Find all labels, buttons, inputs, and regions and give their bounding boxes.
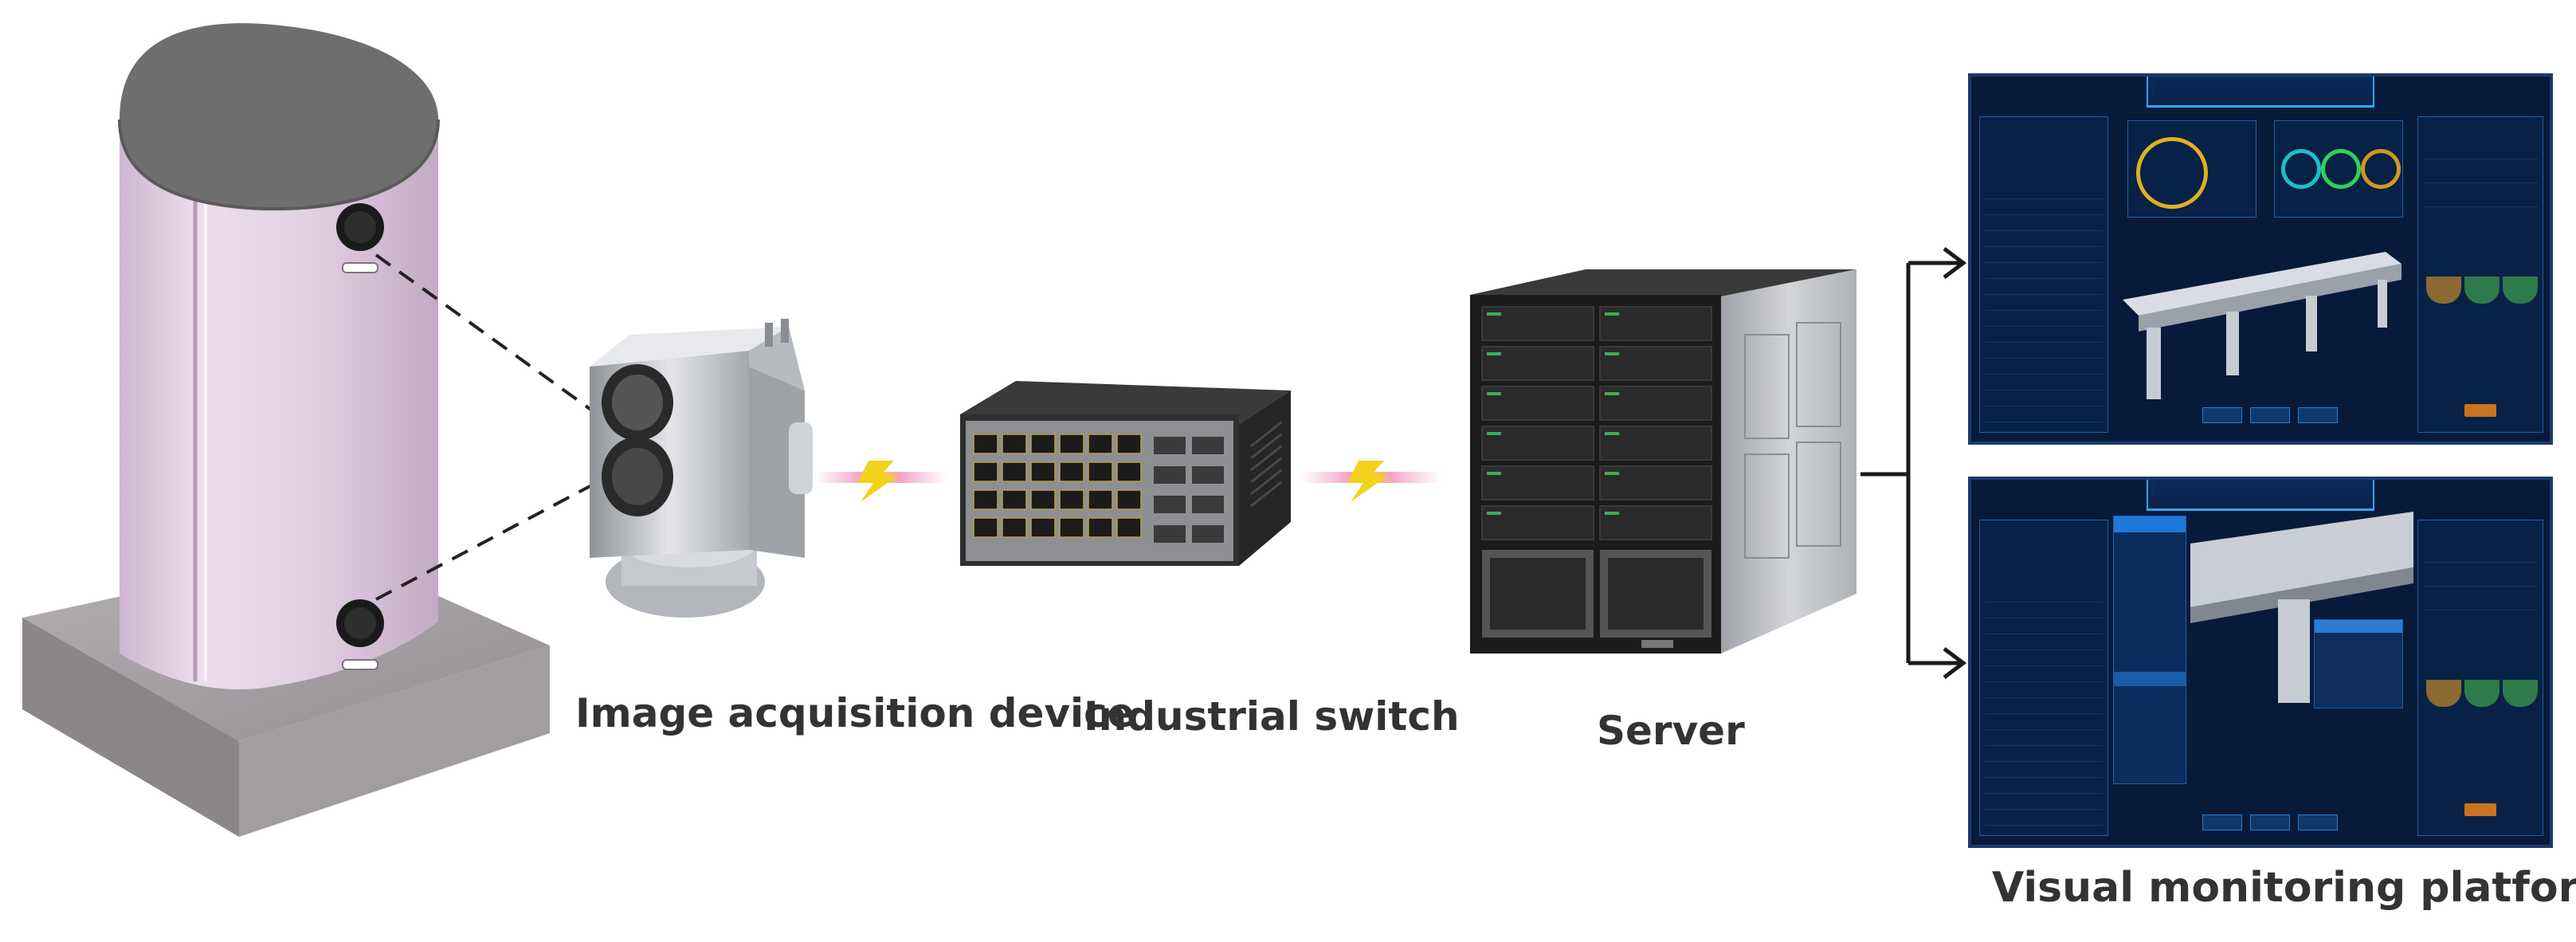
storage-tank <box>22 23 550 837</box>
label-image-acquisition: Image acquisition device <box>575 690 1135 736</box>
sight-line-upper <box>374 253 599 416</box>
right-info-panel <box>2417 116 2543 433</box>
pipeline-rack-3d <box>2123 252 2402 399</box>
dashboard-screen <box>1968 477 2553 848</box>
tank-port-lower <box>336 599 384 670</box>
left-table-panel <box>1979 520 2108 836</box>
tank-cap <box>120 23 438 210</box>
label-industrial-switch: Industrial switch <box>1084 693 1460 740</box>
label-visual-monitoring-platform: Visual monitoring platform <box>1992 864 2576 912</box>
label-server: Server <box>1597 708 1745 754</box>
tank-base-front-left <box>22 618 239 837</box>
right-info-panel <box>2417 520 2543 836</box>
gauge-panel-left <box>2127 120 2256 218</box>
popup-info-panel <box>2314 619 2403 708</box>
server-rack <box>1470 269 1857 654</box>
left-table-panel <box>1979 116 2108 433</box>
tank-port-upper <box>336 203 384 273</box>
network-switch <box>960 381 1291 566</box>
lightning-bolt-icon <box>813 461 948 502</box>
lightning-bolt-icon <box>1299 461 1442 502</box>
tank-body <box>120 120 438 689</box>
sight-line-lower <box>375 481 598 601</box>
tank-base-front-right <box>239 646 550 837</box>
camera-device <box>590 319 813 618</box>
arrow-icon <box>1860 247 1967 679</box>
dropdown-list-panel <box>2113 516 2186 784</box>
pipeline-closeup-3d <box>2190 512 2413 703</box>
gauge-panel-right <box>2274 120 2403 218</box>
dashboard-screen <box>1968 73 2553 445</box>
